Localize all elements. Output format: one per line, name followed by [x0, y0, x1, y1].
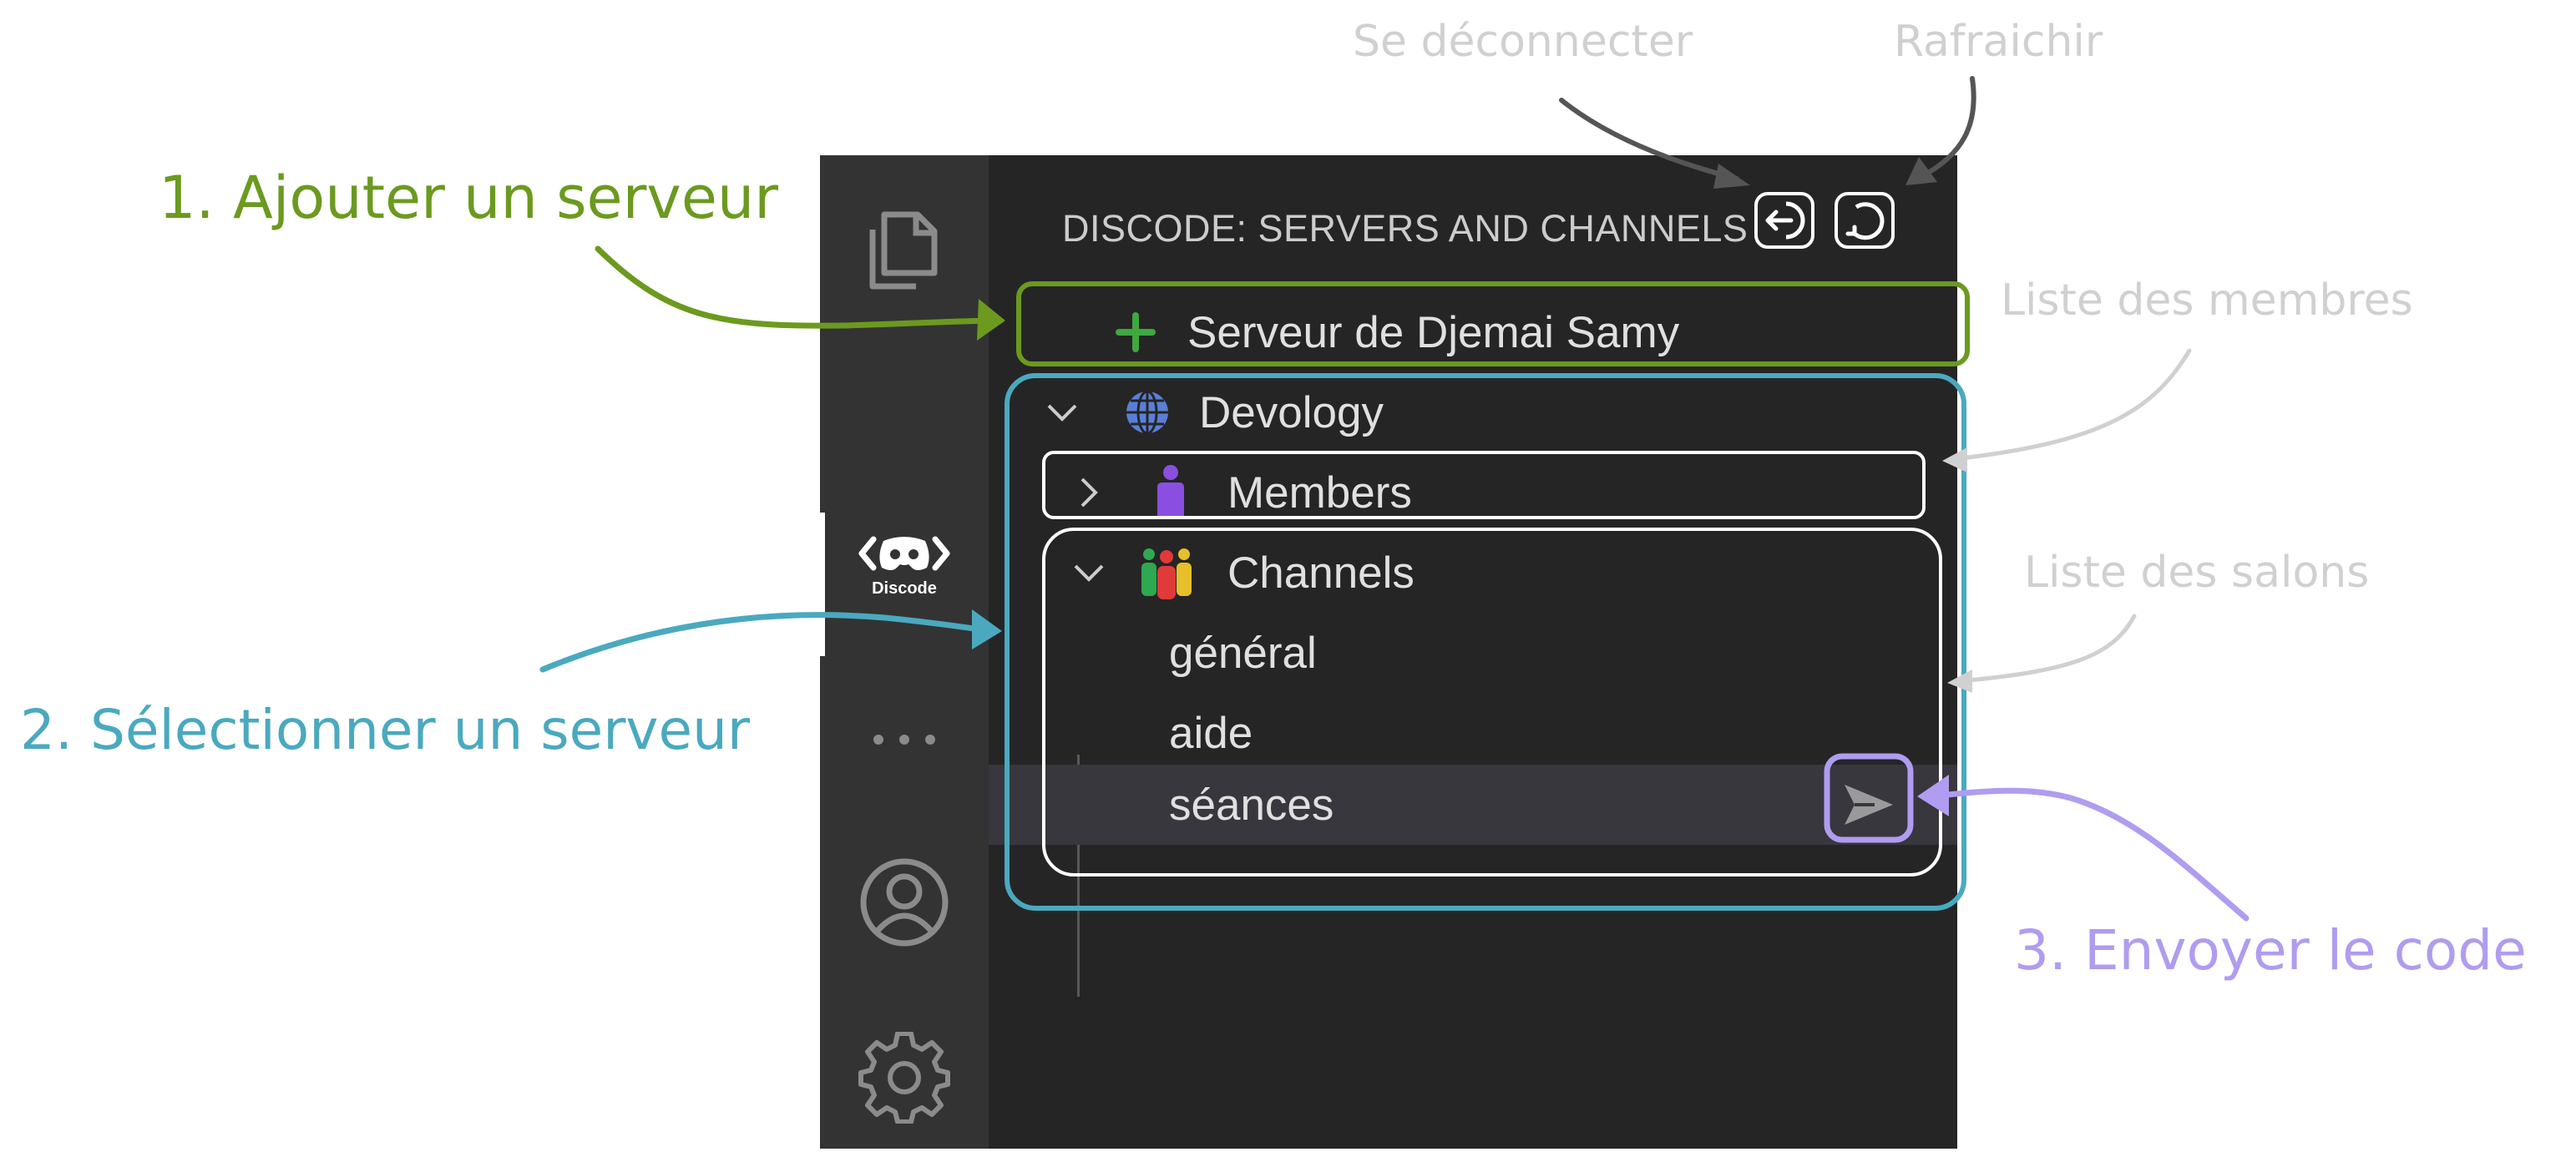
- members-label: Members: [1227, 467, 1412, 518]
- refresh-annotation: Rafraichir: [1894, 17, 2103, 67]
- channels-list-annotation: Liste des salons: [2024, 548, 2370, 598]
- channel-item[interactable]: général: [989, 613, 1957, 693]
- server-label: Devology: [1199, 387, 1384, 437]
- chevron-down-icon: [1047, 404, 1077, 422]
- settings-button[interactable]: [820, 1023, 989, 1132]
- channel-item[interactable]: aide: [989, 693, 1957, 773]
- server-item-devology[interactable]: Devology: [989, 372, 1957, 452]
- pane-title: DISCODE: SERVERS AND CHANNELS: [1062, 207, 1749, 250]
- channel-label: séances: [1169, 780, 1334, 830]
- chevron-right-icon: [1081, 477, 1098, 508]
- plus-icon: [1116, 312, 1156, 352]
- person-icon: [1157, 465, 1184, 519]
- discord-icon: [858, 536, 950, 570]
- sign-out-icon: [1754, 192, 1814, 249]
- discode-view-button[interactable]: Discode: [820, 506, 989, 623]
- account-icon: [860, 858, 949, 947]
- settings-gear-icon: [858, 1032, 950, 1124]
- channels-label: Channels: [1227, 548, 1415, 598]
- members-arrow: [1951, 348, 2192, 462]
- activity-bar: Discode: [820, 155, 989, 1149]
- group-icon: [1141, 548, 1192, 599]
- channel-label: aide: [1169, 708, 1253, 758]
- channels-item[interactable]: Channels: [989, 533, 1957, 613]
- logout-annotation: Se déconnecter: [1353, 17, 1693, 67]
- files-icon: [869, 211, 938, 290]
- more-icon: [873, 735, 935, 745]
- add-server-annotation: 1. Ajouter un serveur: [159, 164, 779, 232]
- discode-label: Discode: [872, 578, 937, 598]
- more-button[interactable]: [820, 706, 989, 773]
- channel-label: général: [1169, 628, 1317, 678]
- select-server-annotation: 2. Sélectionner un serveur: [20, 698, 751, 762]
- active-indicator: [820, 513, 825, 656]
- accounts-button[interactable]: [820, 848, 989, 957]
- members-item[interactable]: Members: [989, 452, 1957, 533]
- send-code-annotation: 3. Envoyer le code: [2014, 918, 2527, 983]
- refresh-button[interactable]: [1830, 189, 1899, 252]
- members-list-annotation: Liste des membres: [2001, 275, 2413, 326]
- add-server-label: Serveur de Djemai Samy: [1187, 307, 1680, 357]
- send-icon: [1845, 785, 1893, 825]
- channels-arrow: [1956, 614, 2137, 684]
- add-server-item[interactable]: Serveur de Djemai Samy: [989, 292, 1957, 372]
- refresh-icon: [1835, 192, 1895, 249]
- sidebar-panel: DISCODE: SERVERS AND CHANNELS Serveur de…: [989, 155, 1957, 1149]
- send-code-button[interactable]: [1834, 770, 1904, 840]
- globe-icon: [1126, 390, 1168, 435]
- channel-item-selected[interactable]: séances: [989, 765, 1957, 845]
- logout-button[interactable]: [1750, 189, 1819, 252]
- chevron-down-icon: [1074, 564, 1104, 582]
- explorer-button[interactable]: [820, 185, 989, 311]
- send-code-arrow: [1926, 787, 2250, 922]
